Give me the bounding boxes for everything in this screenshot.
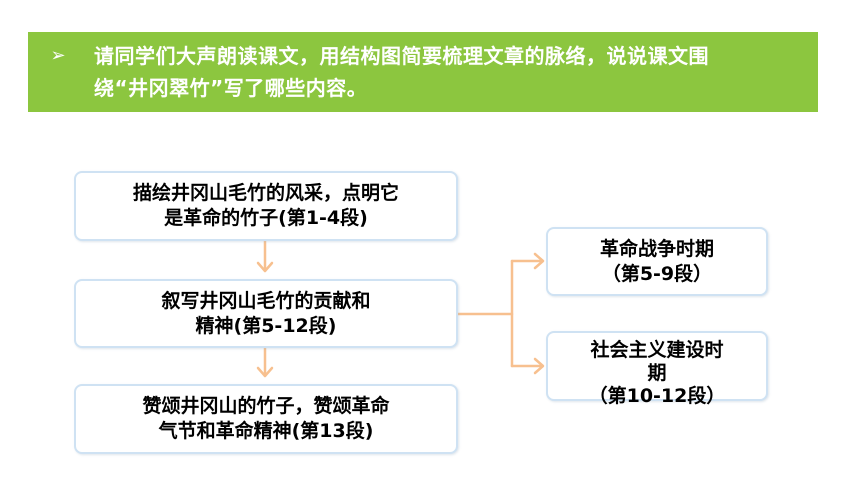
box-section-1-4: 描绘井冈山毛竹的风采，点明它 是革命的竹子(第1-4段) xyxy=(74,171,458,241)
box2-line-2: 精神(第5-12段) xyxy=(195,314,337,337)
box2-line-1: 叙写井冈山毛竹的贡献和 xyxy=(161,289,371,312)
instruction-line-1: 请同学们大声朗读课文，用结构图简要梳理文章的脉络，说说课文围 xyxy=(94,44,709,68)
box-section-5-12: 叙写井冈山毛竹的贡献和 精神(第5-12段) xyxy=(74,279,458,348)
arrowhead-to-box4 xyxy=(533,252,545,270)
box1-line-1: 描绘井冈山毛竹的风采，点明它 xyxy=(132,182,399,204)
box5-line-2: 期 xyxy=(647,362,667,384)
arrowhead-box1-to-box2 xyxy=(256,261,274,273)
box3-line-1: 赞颂井冈山的竹子，赞颂革命 xyxy=(142,395,390,417)
box3-line-2: 气节和革命精神(第13段) xyxy=(158,420,374,442)
box5-line-1: 社会主义建设时 xyxy=(590,339,724,361)
instruction-banner: ➢ 请同学们大声朗读课文，用结构图简要梳理文章的脉络，说说课文围 绕“井冈翠竹”… xyxy=(28,32,818,112)
arrow-bullet-icon: ➢ xyxy=(50,45,66,66)
box5-line-3: （第10-12段） xyxy=(588,385,726,407)
box-revolutionary-war: 革命战争时期 （第5-9段） xyxy=(546,227,768,296)
instruction-text: 请同学们大声朗读课文，用结构图简要梳理文章的脉络，说说课文围 绕“井冈翠竹”写了… xyxy=(94,40,804,104)
box1-line-2: 是革命的竹子(第1-4段) xyxy=(164,207,368,229)
box-section-13: 赞颂井冈山的竹子，赞颂革命 气节和革命精神(第13段) xyxy=(74,384,458,454)
arrowhead-box2-to-box3 xyxy=(256,366,274,378)
box4-line-2: （第5-9段） xyxy=(601,262,713,285)
instruction-line-2: 绕“井冈翠竹”写了哪些内容。 xyxy=(94,76,368,100)
box4-line-1: 革命战争时期 xyxy=(599,237,714,260)
box-socialist-construction: 社会主义建设时 期 （第10-12段） xyxy=(546,331,768,407)
arrowhead-to-box5 xyxy=(533,357,545,375)
